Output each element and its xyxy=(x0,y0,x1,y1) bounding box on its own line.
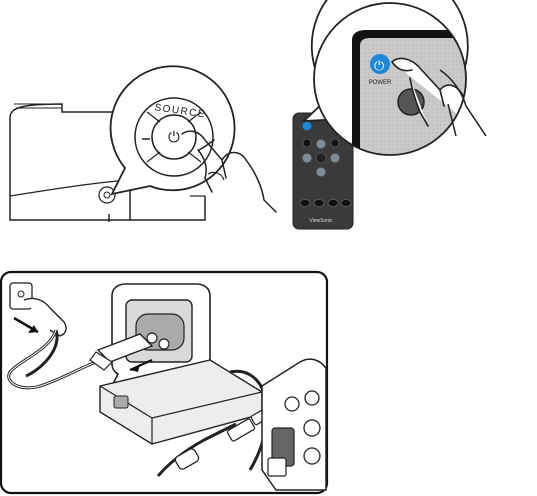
power-icon: ⏻ xyxy=(168,129,180,146)
power-cord-panel xyxy=(1,272,327,493)
remote-panel: ViewSonic ⏻ POWER xyxy=(293,0,500,229)
power-label: POWER xyxy=(369,80,392,86)
zoom-power-icon: ⏻ xyxy=(374,59,384,74)
projector-panel: SOURCE ⏻ xyxy=(10,66,276,222)
keypad-small xyxy=(99,187,115,203)
remote-power-button xyxy=(303,122,312,131)
remote-brand: ViewSonic xyxy=(309,218,333,224)
